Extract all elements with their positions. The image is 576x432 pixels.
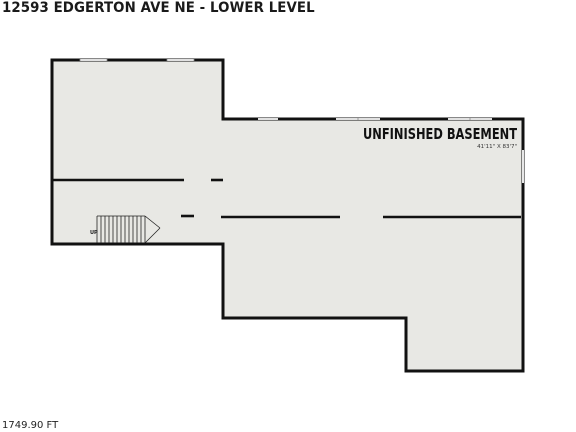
room-name: UNFINISHED BASEMENT bbox=[363, 125, 517, 143]
total-area-label: 1749.90 FT bbox=[2, 420, 59, 431]
plan-title: 12593 EDGERTON AVE NE - LOWER LEVEL bbox=[2, 0, 315, 16]
stair-up-label: UP bbox=[90, 230, 98, 236]
staircase bbox=[96, 215, 161, 244]
interior-walls bbox=[52, 178, 521, 219]
basement-floor bbox=[50, 58, 525, 373]
window-mullions bbox=[79, 59, 471, 120]
room-dimensions: 41'11" X 83'7" bbox=[477, 144, 517, 150]
